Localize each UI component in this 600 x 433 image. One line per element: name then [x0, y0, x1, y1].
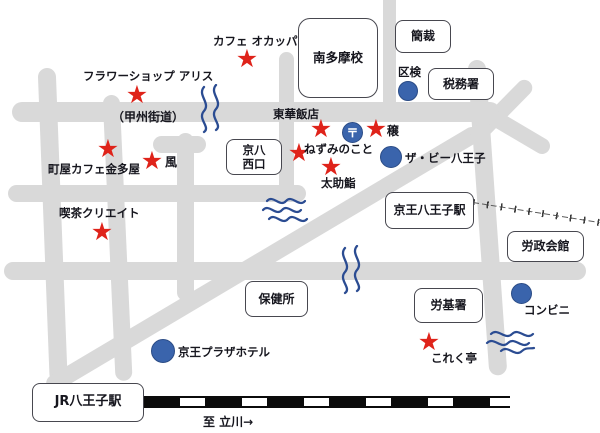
box-health-center: 保健所 [245, 281, 308, 317]
star-marker-cafe-okappa: ★ [235, 44, 259, 73]
road-kosyu-kaido [12, 102, 500, 122]
circle-marker-keio-plaza-hotel [151, 339, 175, 363]
river-icon [335, 245, 367, 295]
circle-marker-convenience-store [511, 283, 532, 304]
circle-marker-district-inspection [398, 81, 418, 101]
star-marker-tokahanten: ★ [309, 114, 333, 143]
label-convenience-store: コンビニ [524, 303, 570, 317]
box-tax-office: 税務署 [428, 68, 494, 100]
star-marker-kaze: ★ [140, 146, 164, 175]
star-marker-flower-alice: ★ [125, 80, 149, 109]
label-cafe-okappa: カフェ オカッパ [213, 34, 298, 48]
star-marker-machiya: ★ [96, 134, 120, 163]
river-icon [261, 194, 309, 226]
road-horizontal-2 [8, 185, 306, 202]
label-the-b-hachioji: ザ・ビー八王子 [405, 151, 486, 165]
circle-marker-the-b-hachioji [380, 146, 402, 168]
road-vertical-d [279, 52, 294, 202]
star-marker-kissa-create: ★ [90, 217, 114, 246]
label-korekutei: これく亭 [431, 351, 477, 365]
box-rosei-kaikan: 労政会館 [507, 231, 584, 262]
label-nezumi: ねずみのこと [304, 142, 373, 156]
label-tokahanten: 東華飯店 [273, 107, 319, 121]
label-machiya: 町屋カフェ金多屋 [48, 162, 140, 176]
road-vertical-e [383, 0, 396, 112]
label-kaze: 風 [165, 155, 178, 169]
box-summary-court: 簡裁 [395, 20, 451, 53]
box-keihachi-west-exit: 京八 西口 [226, 139, 282, 175]
label-district-inspection: 区検 [398, 65, 421, 79]
box-jr-hachioji-station: JR八王子駅 [32, 383, 144, 422]
star-marker-nezumi: ★ [287, 138, 311, 167]
star-marker-minoru: ★ [364, 114, 388, 143]
river-icon [485, 326, 537, 356]
star-marker-tasukezushi: ★ [319, 152, 343, 181]
road-vertical-c [177, 133, 194, 301]
label-kosyu-kaido: （甲州街道） [112, 110, 185, 124]
label-kissa-create: 喫茶クリエイト [59, 206, 140, 220]
box-minamitama-school: 南多摩校 [298, 18, 378, 98]
river-icon [194, 84, 226, 134]
label-keio-plaza-hotel: 京王プラザホテル [178, 345, 270, 359]
box-labor-standards-office: 労基署 [414, 288, 483, 323]
postal-mark: 〒 [346, 125, 359, 140]
post-office-icon: 〒 [342, 122, 363, 143]
label-flower-alice: フラワーショップ アリス [83, 69, 214, 83]
label-direction-tachikawa: 至 立川→ [203, 415, 254, 429]
label-minoru: 穣 [387, 124, 400, 138]
box-keio-hachioji-station: 京王八王子駅 [385, 192, 474, 229]
jr-railway-track [143, 396, 510, 408]
jr-railway-dashes [143, 398, 510, 406]
road-horizontal-3 [4, 262, 586, 280]
label-tasukezushi: 太助鮨 [321, 176, 356, 190]
star-marker-korekutei: ★ [417, 327, 441, 356]
